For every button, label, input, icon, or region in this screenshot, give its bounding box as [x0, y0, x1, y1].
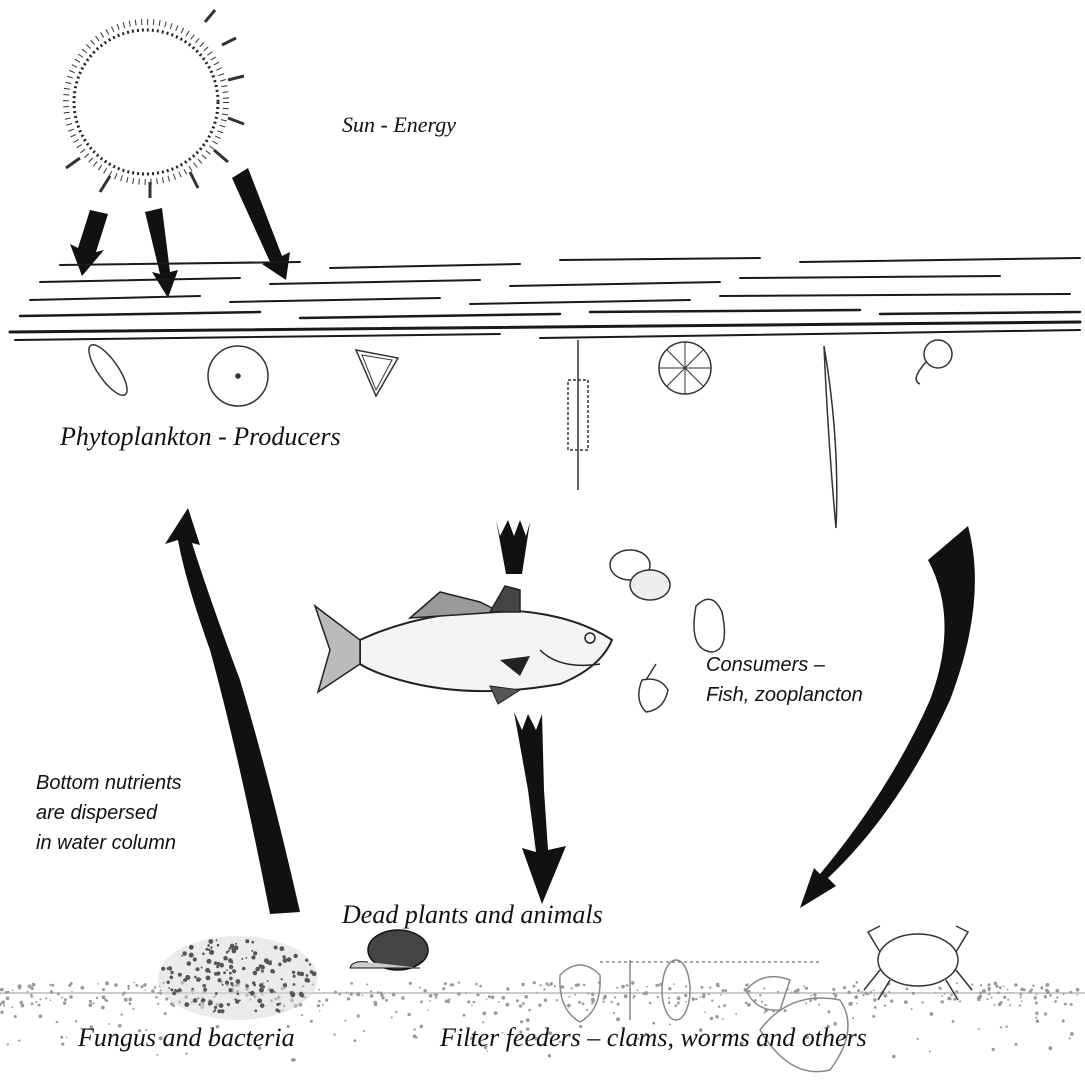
diatom-pennate	[83, 340, 134, 401]
label-consumers: Consumers – Fish, zooplancton	[706, 650, 863, 710]
flagellate	[924, 340, 952, 368]
producers-to-consumers-arrow	[496, 520, 530, 574]
consumers-to-dead-arrow	[514, 712, 566, 904]
seabed-sediment	[0, 992, 1085, 994]
label-fungus-bacteria: Fungus and bacteria	[78, 1023, 295, 1053]
sunlight-arrow-2	[145, 208, 178, 298]
label-phytoplankton-producers: Phytoplankton - Producers	[60, 422, 341, 452]
fish-illustration	[315, 586, 612, 704]
label-bottom-line2: are dispersed	[36, 798, 182, 828]
label-dead-plants-animals: Dead plants and animals	[342, 900, 603, 930]
water-surface	[10, 258, 1080, 340]
filter-feeders	[560, 960, 848, 1072]
sunlight-arrow-1	[70, 210, 108, 276]
label-bottom-nutrients: Bottom nutrients are dispersed in water …	[36, 768, 182, 858]
label-bottom-line1: Bottom nutrients	[36, 768, 182, 798]
label-bottom-line3: in water column	[36, 828, 182, 858]
sun-illustration	[66, 10, 244, 198]
crab-illustration	[864, 926, 972, 1000]
zooplankton-2	[694, 599, 724, 652]
label-filter-feeders: Filter feeders – clams, worms and others	[440, 1023, 867, 1053]
fish-tail	[315, 606, 360, 692]
copepod	[639, 679, 668, 712]
sun-rays	[66, 10, 244, 198]
label-sun-energy: Sun - Energy	[342, 112, 456, 138]
producers-down-arrow	[800, 526, 975, 908]
nutrients-up-arrow	[165, 508, 300, 914]
snail-illustration	[350, 930, 428, 970]
sun-corona	[66, 22, 226, 182]
needle-diatom	[824, 346, 837, 528]
sun-disc	[74, 30, 218, 174]
label-consumers-line2: Fish, zooplancton	[706, 680, 863, 710]
label-consumers-line1: Consumers –	[706, 650, 863, 680]
